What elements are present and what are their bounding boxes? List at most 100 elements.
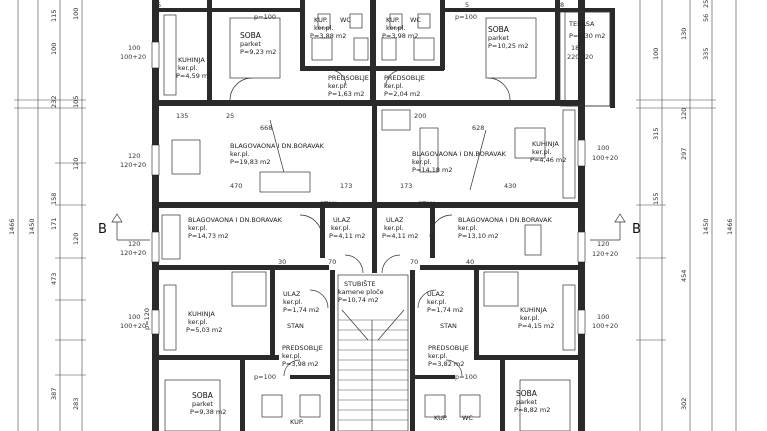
room-area: P=1,74 m2 (283, 306, 319, 314)
room-ulaz-lower-left: ULAZ ker.pl. P=1,74 m2 (283, 290, 319, 314)
opening-label: 120 (128, 240, 140, 248)
room-name: PREDSOBLJE (428, 344, 469, 352)
dim-text: 105 (72, 96, 80, 108)
room-finish: ker.pl. (428, 352, 448, 360)
room-area: P=10,25 m2 (488, 42, 529, 50)
room-finish: ker.pl. (283, 298, 303, 306)
room-area: P=4,11 m2 (382, 232, 418, 240)
dim-text: 173 (400, 182, 412, 190)
section-letter: B (632, 222, 641, 237)
room-finish: ker.pl. (384, 224, 404, 232)
room-finish: ker.pl. (386, 24, 406, 32)
room-area: P=1,63 m2 (328, 90, 364, 98)
dim-text: 120 (680, 108, 688, 120)
room-area: P=4,30 m2 (569, 32, 605, 40)
dim-text: 668 (260, 124, 272, 132)
room-finish: parket (192, 400, 213, 408)
dim-text: 297 (680, 148, 688, 160)
stan-label: STAN (418, 200, 435, 208)
room-area: P=19,83 m2 (230, 158, 271, 166)
opening-label: 100+20 (120, 322, 146, 330)
room-name: PREDSOBLJE (384, 74, 425, 82)
room-kup-lower-right: KUP. WC (434, 414, 473, 422)
room-name: KUHINJA (532, 140, 559, 148)
left-dimension-lines (14, 0, 86, 431)
opening-label: p=100 (254, 373, 276, 381)
opening-label: 100 (597, 313, 609, 321)
room-area: P=14,73 m2 (188, 232, 229, 240)
room-name: KUP. (290, 418, 304, 426)
room-blagovaona-upper-left: BLAGOVAONA I DN.BORAVAK ker.pl. P=19,83 … (230, 142, 325, 166)
room-name: KUP. (386, 16, 400, 24)
dim-text: 200 (414, 112, 426, 120)
room-finish: kamene ploče (338, 288, 384, 296)
section-letter: B (98, 222, 107, 237)
room-finish: ker.pl. (427, 298, 447, 306)
room-name: ULAZ (333, 216, 351, 224)
room-area: P=8,82 m2 (514, 406, 550, 414)
section-mark-left: B (98, 213, 150, 241)
room-finish: ker.pl. (532, 148, 552, 156)
room-area: P=1,74 m2 (427, 306, 463, 314)
room-name: KUP. (434, 414, 448, 422)
opening-label: p=100 (455, 13, 477, 21)
dim-text: 30 (278, 258, 286, 266)
dim-text: 155 (652, 193, 660, 205)
dim-text: 628 (472, 124, 484, 132)
room-name: KUHINJA (520, 306, 547, 314)
opening-label: 100+20 (120, 53, 146, 61)
stan-label: STAN (320, 200, 337, 208)
dim-text: 25 (226, 112, 234, 120)
room-finish: ker.pl. (230, 150, 250, 158)
dim-text: 232 (50, 96, 58, 108)
left-dimension-texts: 1466 1450 115 100 232 158 171 473 387 28… (8, 8, 80, 410)
room-finish: parket (516, 398, 537, 406)
room-ulaz-right: ULAZ ker.pl. P=4,11 m2 (382, 216, 418, 240)
dim-text: 173 (340, 182, 352, 190)
room-wc: WC (410, 16, 421, 24)
room-kup-upper-right: KUP. WC ker.pl. P=3,98 m2 (382, 16, 421, 40)
room-area: P=3,98 m2 (382, 32, 418, 40)
dim-text: 5 (157, 1, 161, 9)
dim-text: 100 (652, 48, 660, 60)
dim-text: 1450 (702, 218, 710, 235)
room-finish: ker.pl. (314, 24, 334, 32)
room-name: KUP. (314, 16, 328, 24)
dim-text: 115 (50, 10, 58, 22)
room-name: PREDSOBLJE (328, 74, 369, 82)
room-area: P=14,18 m2 (412, 166, 453, 174)
dim-text: 335 (702, 48, 710, 60)
room-predsoblje-upper-right: PREDSOBLJE ker.pl. P=2,04 m2 (384, 74, 425, 98)
room-area: P=4,59 m2 (176, 72, 212, 80)
room-finish: ker.pl. (328, 82, 348, 90)
dim-text: 1466 (726, 218, 734, 235)
room-area: P=4,46 m2 (530, 156, 566, 164)
room-area: P=5,03 m2 (186, 326, 222, 334)
dim-text: 40 (466, 258, 474, 266)
room-kuhinja-upper-left: KUHINJA ker.pl. P=4,59 m2 (176, 56, 212, 80)
dim-text: 130 (680, 28, 688, 40)
terasa (564, 11, 611, 107)
room-name: ULAZ (386, 216, 404, 224)
room-name: PREDSOBLJE (282, 344, 323, 352)
room-area: P=3,88 m2 (310, 32, 346, 40)
room-blagovaona-lower-left: BLAGOVAONA I DN.BORAVAK ker.pl. P=14,73 … (188, 216, 283, 240)
room-kup-upper-left: KUP. WC ker.pl. P=3,88 m2 (310, 16, 351, 40)
room-terasa: TERASA P=4,30 m2 180 220+20 (567, 20, 605, 61)
opening-label: 220+20 (567, 53, 593, 61)
opening-label: 100+20 (592, 322, 618, 330)
room-area: P=9,38 m2 (190, 408, 226, 416)
dim-text: 302 (680, 398, 688, 410)
dim-text: 430 (504, 182, 516, 190)
dim-text: 1466 (8, 218, 16, 235)
room-name: SOBA (488, 25, 510, 34)
stan-label: STAN (440, 322, 457, 330)
room-name: KUHINJA (178, 56, 205, 64)
room-finish: ker.pl. (188, 318, 208, 326)
room-name: ULAZ (427, 290, 445, 298)
room-finish: parket (488, 34, 509, 42)
room-name: SOBA (192, 391, 214, 400)
room-area: P=4,11 m2 (329, 232, 365, 240)
room-kuhinja-upper-right: KUHINJA ker.pl. P=4,46 m2 (530, 140, 566, 164)
